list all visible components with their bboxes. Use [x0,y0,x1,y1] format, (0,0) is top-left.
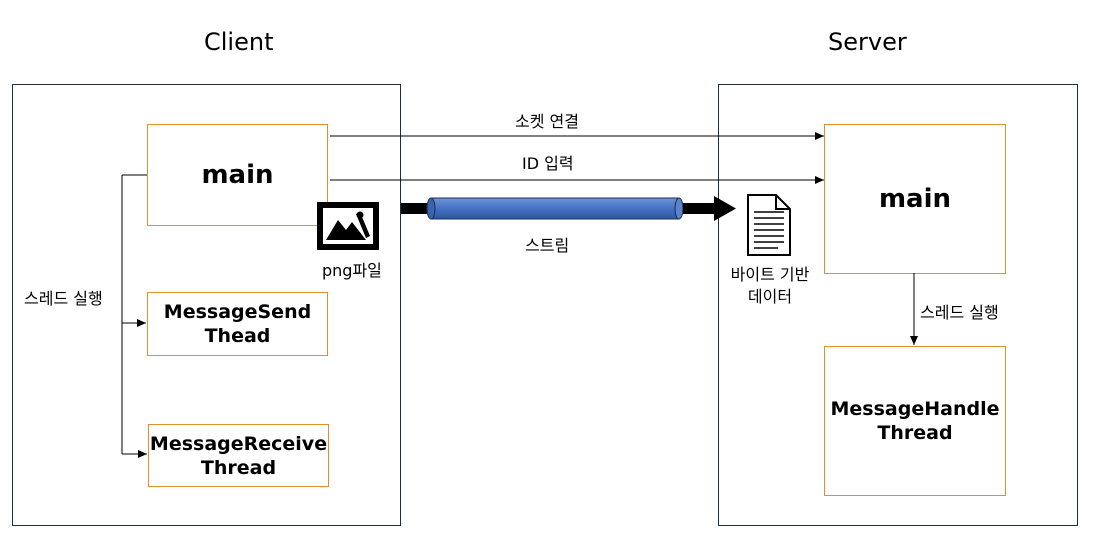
message-receive-thread-label-line1: MessageReceive [149,432,328,455]
byte-data-label-line1: 바이트 기반 [730,265,810,284]
byte-data-label: 바이트 기반 데이터 [718,264,822,308]
stream-label: 스트림 [525,236,570,255]
client-thread-run-label: 스레드 실행 [24,289,103,308]
server-main-label: main [878,184,952,214]
client-main-label: main [201,160,274,190]
socket-connection-label: 소켓 연결 [515,112,579,131]
document-icon [747,194,791,256]
client-main-box: main [147,124,328,226]
server-title: Server [828,28,907,56]
message-send-thread-label-line2: Thead [204,325,271,347]
message-receive-thread-label-line2: Thread [200,456,277,479]
message-send-thread-box: MessageSend Thead [147,292,328,356]
message-receive-thread-box: MessageReceive Thread [148,424,329,487]
server-main-box: main [824,124,1006,274]
byte-data-label-line2: 데이터 [747,287,793,306]
image-file-icon [317,202,379,250]
png-file-label: png파일 [322,261,382,280]
id-input-label: ID 입력 [522,154,574,173]
server-thread-run-label: 스레드 실행 [920,303,999,322]
message-handle-thread-label-line1: MessageHandle [830,398,1000,420]
message-handle-thread-box: MessageHandle Thread [824,346,1006,496]
message-handle-thread-label-line2: Thread [877,422,953,444]
message-send-thread-label-line1: MessageSend [163,301,312,323]
client-thread-spawn-connector [121,174,147,458]
stream-pipe [401,196,736,221]
client-title: Client [204,28,274,56]
